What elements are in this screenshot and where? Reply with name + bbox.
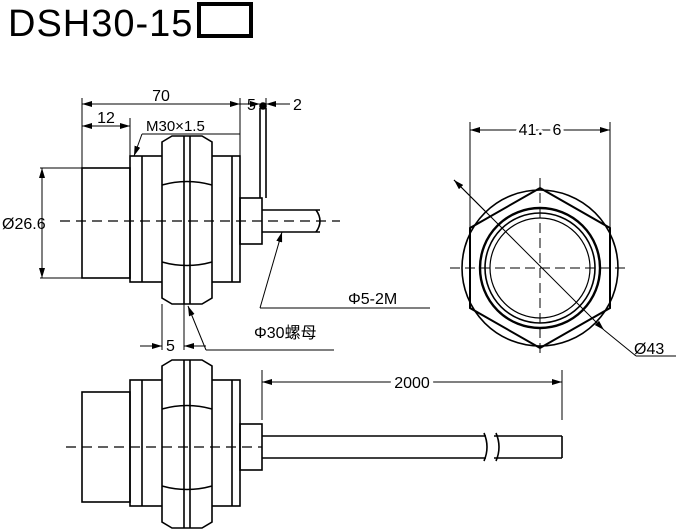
bottom-view — [66, 359, 563, 529]
dim-cable-stub: 2 — [293, 97, 302, 114]
sensor-cap — [81, 167, 131, 279]
front-view — [450, 178, 630, 358]
bottom-nut — [161, 359, 213, 529]
dim-outer-diameter: Ø43 — [634, 341, 664, 358]
model-suffix-box — [197, 2, 254, 38]
dim-cable: Φ5-2M — [348, 291, 397, 308]
dim-nut: Φ30螺母 — [254, 324, 317, 342]
bottom-view-dimensions — [261, 370, 563, 420]
dim-cable-length: 2000 — [394, 375, 430, 392]
dim-nut-to-end: 5 — [247, 97, 256, 114]
dim-body-diameter: Ø26.6 — [2, 216, 46, 233]
front-view-labels: 41．6 Ø43 — [516, 119, 665, 358]
dim-hex-across-flats: 41．6 — [519, 122, 562, 139]
nut-left — [161, 135, 213, 305]
dim-thread: M30×1.5 — [146, 118, 205, 135]
front-view-dimensions — [453, 122, 676, 357]
side-view-dimensions — [39, 98, 430, 351]
dim-nut-thickness: 5 — [166, 338, 175, 355]
dim-overall-length: 70 — [152, 88, 170, 105]
side-view — [60, 102, 340, 305]
dim-cap-length: 12 — [97, 110, 115, 127]
side-view-labels: 70 12 M30×1.5 5 2 Ø26.6 5 Φ5-2M Φ30螺母 — [2, 88, 397, 355]
model-title: DSH30-15 — [8, 2, 254, 46]
